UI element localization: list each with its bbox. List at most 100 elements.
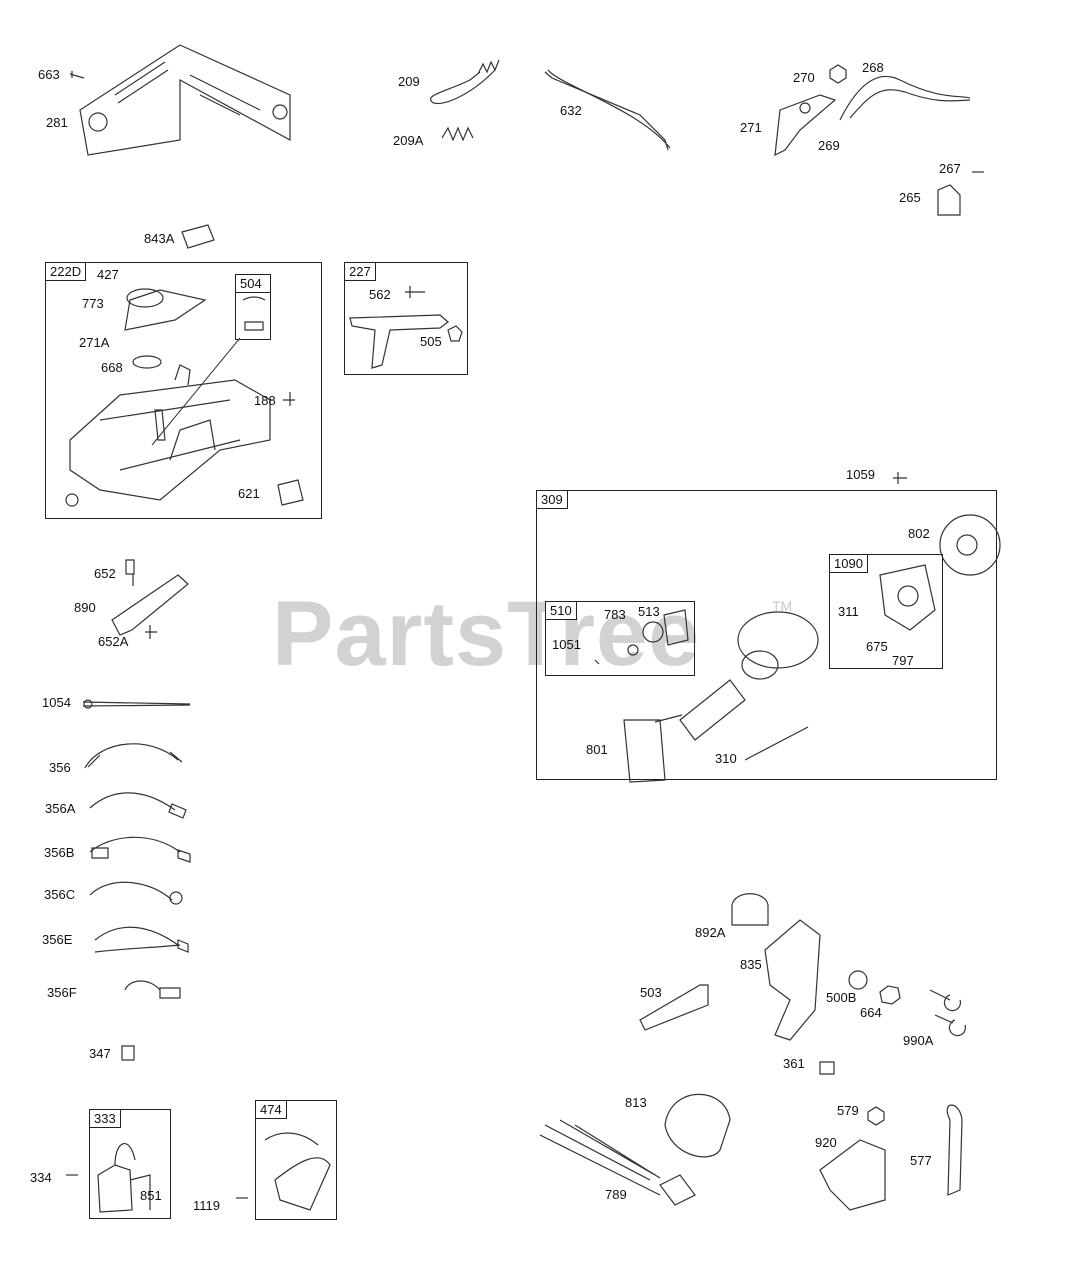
callout-892A[interactable]: 892A bbox=[695, 925, 726, 940]
kit-box-474 bbox=[255, 1100, 337, 1220]
callout-356F[interactable]: 356F bbox=[47, 985, 77, 1000]
callout-668[interactable]: 668 bbox=[101, 360, 123, 375]
callout-188[interactable]: 188 bbox=[254, 393, 276, 408]
callout-577[interactable]: 577 bbox=[910, 1153, 932, 1168]
callout-503[interactable]: 503 bbox=[640, 985, 662, 1000]
callout-270[interactable]: 270 bbox=[793, 70, 815, 85]
callout-797[interactable]: 797 bbox=[892, 653, 914, 668]
callout-652A[interactable]: 652A bbox=[98, 634, 129, 649]
spring-209A-drawing bbox=[441, 126, 474, 142]
callout-579[interactable]: 579 bbox=[837, 1103, 859, 1118]
callout-311[interactable]: 311 bbox=[838, 604, 859, 619]
callout-356E[interactable]: 356E bbox=[42, 932, 73, 947]
callout-334[interactable]: 334 bbox=[30, 1170, 52, 1185]
callout-1059[interactable]: 1059 bbox=[846, 467, 875, 482]
callout-783[interactable]: 783 bbox=[604, 607, 626, 622]
callout-562[interactable]: 562 bbox=[369, 287, 391, 302]
callout-789[interactable]: 789 bbox=[605, 1187, 627, 1202]
kit-box-510 bbox=[545, 601, 695, 676]
switch-892A-drawing bbox=[731, 893, 769, 926]
callout-513[interactable]: 513 bbox=[638, 604, 660, 619]
bracket-281-drawing bbox=[79, 44, 291, 156]
nut-664-drawing bbox=[879, 985, 901, 1005]
harness-356A-drawing bbox=[89, 792, 187, 819]
screw-663-drawing bbox=[69, 71, 85, 79]
callout-310[interactable]: 310 bbox=[715, 751, 737, 766]
callout-356C[interactable]: 356C bbox=[44, 887, 76, 902]
harness-356C-drawing bbox=[89, 881, 183, 905]
callout-269[interactable]: 269 bbox=[818, 138, 840, 153]
lever-271-drawing bbox=[774, 94, 837, 157]
callout-851[interactable]: 851 bbox=[140, 1188, 162, 1203]
control-panel-222D-drawing bbox=[65, 288, 304, 507]
callout-813[interactable]: 813 bbox=[625, 1095, 647, 1110]
module-333-drawing bbox=[66, 1142, 151, 1213]
callout-209[interactable]: 209 bbox=[398, 74, 420, 89]
callout-1119[interactable]: 1119 bbox=[193, 1198, 220, 1213]
kit-label-504[interactable]: 504 bbox=[235, 274, 271, 293]
boot-577-drawing bbox=[946, 1104, 963, 1196]
callout-632[interactable]: 632 bbox=[560, 103, 582, 118]
callout-1051[interactable]: 1051 bbox=[552, 637, 581, 652]
callout-347[interactable]: 347 bbox=[89, 1046, 111, 1061]
clip-347-drawing bbox=[121, 1045, 135, 1061]
kit-box-227 bbox=[344, 262, 468, 375]
callout-267[interactable]: 267 bbox=[939, 161, 961, 176]
harness-789-drawing bbox=[539, 1119, 661, 1196]
callout-664[interactable]: 664 bbox=[860, 1005, 882, 1020]
callout-890[interactable]: 890 bbox=[74, 600, 96, 615]
kit-box-222D bbox=[45, 262, 322, 519]
callout-621[interactable]: 621 bbox=[238, 486, 260, 501]
hardware-504-drawing bbox=[242, 296, 266, 331]
callout-268[interactable]: 268 bbox=[862, 60, 884, 75]
screw-361-drawing bbox=[819, 1061, 835, 1075]
kit-label-474[interactable]: 474 bbox=[255, 1100, 287, 1119]
washer-500B-drawing bbox=[848, 970, 868, 990]
kit-box-1090 bbox=[829, 554, 943, 669]
callout-427[interactable]: 427 bbox=[97, 267, 119, 282]
callout-209A[interactable]: 209A bbox=[393, 133, 424, 148]
kit-label-333[interactable]: 333 bbox=[89, 1109, 121, 1128]
keys-990A-drawing bbox=[929, 989, 967, 1037]
callout-271A[interactable]: 271A bbox=[79, 335, 110, 350]
callout-843A[interactable]: 843A bbox=[144, 231, 175, 246]
harness-356F-drawing bbox=[124, 980, 181, 999]
clip-265-drawing bbox=[937, 184, 961, 216]
starter-309-drawing bbox=[594, 472, 1001, 783]
band-813-drawing bbox=[664, 1093, 731, 1158]
callout-675[interactable]: 675 bbox=[866, 639, 888, 654]
callout-1054[interactable]: 1054 bbox=[42, 695, 71, 710]
callout-500B[interactable]: 500B bbox=[826, 990, 857, 1005]
callout-801[interactable]: 801 bbox=[586, 742, 608, 757]
callout-505[interactable]: 505 bbox=[420, 334, 442, 349]
callout-802[interactable]: 802 bbox=[908, 526, 930, 541]
callout-356[interactable]: 356 bbox=[49, 760, 71, 775]
callout-835[interactable]: 835 bbox=[740, 957, 762, 972]
watermark-trademark: TM bbox=[772, 598, 793, 614]
kit-label-510[interactable]: 510 bbox=[545, 601, 577, 620]
callout-271[interactable]: 271 bbox=[740, 120, 762, 135]
lever-227-drawing bbox=[349, 286, 463, 369]
solenoid-920-drawing bbox=[819, 1139, 886, 1211]
callout-773[interactable]: 773 bbox=[82, 296, 104, 311]
kit-box-333 bbox=[89, 1109, 171, 1219]
watermark-brand: PartsTree bbox=[272, 583, 701, 685]
block-843A-drawing bbox=[181, 224, 215, 249]
callout-920[interactable]: 920 bbox=[815, 1135, 837, 1150]
callout-652[interactable]: 652 bbox=[94, 566, 116, 581]
kit-label-1090[interactable]: 1090 bbox=[829, 554, 868, 573]
callout-356A[interactable]: 356A bbox=[45, 801, 76, 816]
kit-label-222D[interactable]: 222D bbox=[45, 262, 87, 281]
callout-990A[interactable]: 990A bbox=[903, 1033, 934, 1048]
harness-356B-drawing bbox=[89, 836, 191, 863]
callout-663[interactable]: 663 bbox=[38, 67, 60, 82]
kit-label-309[interactable]: 309 bbox=[536, 490, 568, 509]
kit-box-309 bbox=[536, 490, 997, 780]
callout-265[interactable]: 265 bbox=[899, 190, 921, 205]
callout-281[interactable]: 281 bbox=[46, 115, 68, 130]
nut-270-drawing bbox=[829, 64, 847, 84]
kit-label-227[interactable]: 227 bbox=[344, 262, 376, 281]
callout-361[interactable]: 361 bbox=[783, 1056, 805, 1071]
callout-356B[interactable]: 356B bbox=[44, 845, 75, 860]
